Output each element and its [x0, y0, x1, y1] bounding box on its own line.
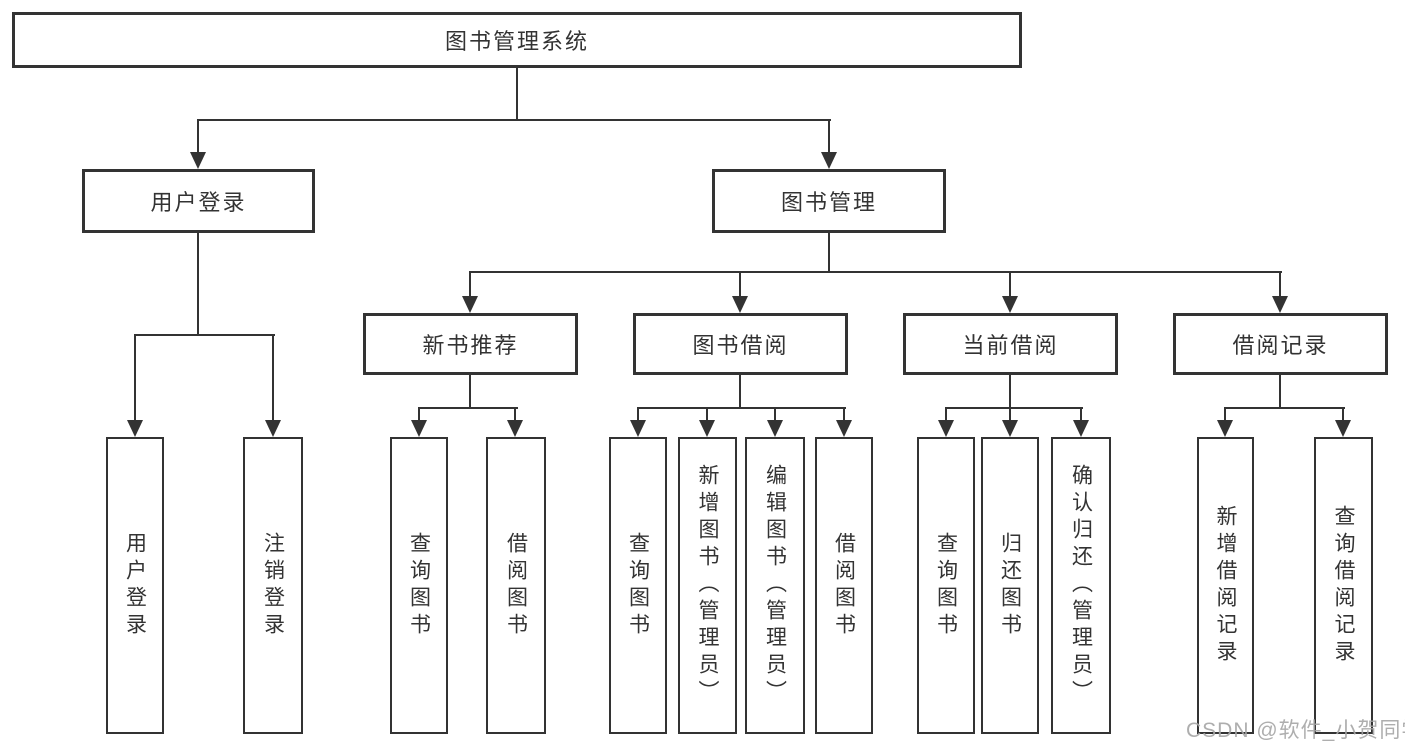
connector-line: [1080, 408, 1082, 422]
node-book-borrow-label: 图书借阅: [692, 333, 789, 358]
node-leaf-add-borrow-record-label: 新增借阅记录: [1214, 504, 1237, 667]
node-leaf-query-borrow-record-label: 查询借阅记录: [1332, 504, 1355, 667]
arrow-down-icon: [821, 152, 837, 169]
node-library-system: 图书管理系统: [12, 12, 1022, 68]
connector-line: [1009, 272, 1011, 298]
node-leaf-borrow-books-label: 借阅图书: [504, 531, 528, 640]
arrow-down-icon: [630, 420, 646, 437]
node-leaf-query-borrow-record: 查询借阅记录: [1314, 437, 1373, 734]
arrow-down-icon: [767, 420, 783, 437]
arrow-down-icon: [732, 296, 748, 313]
node-leaf-borrow-books-recommend: 借阅图书: [486, 437, 546, 734]
node-leaf-return-books: 归还图书: [981, 437, 1039, 734]
connector-line: [843, 408, 845, 422]
node-leaf-user-login: 用户登录: [106, 437, 164, 734]
node-new-book-recommend-label: 新书推荐: [422, 333, 519, 358]
node-book-management: 图书管理: [712, 169, 946, 233]
arrow-down-icon: [265, 420, 281, 437]
node-library-system-label: 图书管理系统: [444, 29, 589, 54]
connector-line: [197, 119, 831, 121]
connector-line: [945, 407, 1083, 409]
node-leaf-query-books-recommend: 查询图书: [390, 437, 448, 734]
connector-line: [706, 408, 708, 422]
connector-line: [418, 408, 420, 422]
connector-line: [945, 408, 947, 422]
connector-line: [134, 335, 136, 422]
node-user-login-label: 用户登录: [150, 190, 247, 215]
node-leaf-confirm-return-admin-label: 确认归还（管理员）: [1069, 464, 1093, 707]
connector-line: [469, 272, 471, 298]
node-book-borrow: 图书借阅: [633, 313, 848, 375]
connector-line: [469, 271, 1282, 273]
connector-line: [197, 233, 199, 336]
csdn-watermark: CSDN @软件_小贺同学: [1186, 719, 1405, 742]
connector-line: [739, 272, 741, 298]
connector-line: [1224, 408, 1226, 422]
arrow-down-icon: [462, 296, 478, 313]
node-leaf-borrow-books-label: 借阅图书: [832, 531, 856, 640]
node-leaf-add-books-admin-label: 新增图书（管理员）: [696, 464, 719, 707]
arrow-down-icon: [938, 420, 954, 437]
connector-line: [828, 233, 830, 273]
connector-line: [637, 408, 639, 422]
connector-line: [272, 335, 274, 422]
arrow-down-icon: [190, 152, 206, 169]
arrow-down-icon: [1335, 420, 1351, 437]
connector-line: [774, 408, 776, 422]
connector-line: [516, 68, 518, 121]
arrow-down-icon: [411, 420, 427, 437]
node-leaf-user-login-label: 用户登录: [123, 531, 147, 640]
node-leaf-query-books-label: 查询图书: [934, 531, 958, 640]
connector-line: [134, 334, 275, 336]
connector-line: [739, 375, 741, 408]
node-borrow-records-label: 借阅记录: [1232, 333, 1329, 358]
connector-line: [1342, 408, 1344, 422]
connector-line: [1224, 407, 1345, 409]
connector-line: [637, 407, 846, 409]
node-leaf-add-borrow-record: 新增借阅记录: [1197, 437, 1254, 734]
connector-line: [418, 407, 518, 409]
arrow-down-icon: [507, 420, 523, 437]
node-leaf-logout-label: 注销登录: [261, 531, 285, 640]
node-leaf-query-books-label: 查询图书: [626, 531, 650, 640]
node-user-login: 用户登录: [82, 169, 315, 233]
connector-line: [197, 120, 199, 154]
arrow-down-icon: [1217, 420, 1233, 437]
node-leaf-edit-books-admin: 编辑图书（管理员）: [745, 437, 805, 734]
node-leaf-edit-books-admin-label: 编辑图书（管理员）: [763, 464, 787, 707]
node-leaf-add-books-admin: 新增图书（管理员）: [678, 437, 737, 734]
node-current-borrow: 当前借阅: [903, 313, 1118, 375]
connector-line: [828, 120, 830, 154]
arrow-down-icon: [1272, 296, 1288, 313]
node-leaf-logout: 注销登录: [243, 437, 303, 734]
node-book-management-label: 图书管理: [780, 190, 877, 215]
connector-line: [469, 375, 471, 408]
node-leaf-borrow-books: 借阅图书: [815, 437, 873, 734]
node-new-book-recommend: 新书推荐: [363, 313, 578, 375]
arrow-down-icon: [836, 420, 852, 437]
node-borrow-records: 借阅记录: [1173, 313, 1388, 375]
arrow-down-icon: [1002, 420, 1018, 437]
node-leaf-return-books-label: 归还图书: [998, 531, 1022, 640]
node-leaf-confirm-return-admin: 确认归还（管理员）: [1051, 437, 1111, 734]
node-leaf-query-books-current: 查询图书: [917, 437, 975, 734]
node-leaf-query-books-label: 查询图书: [407, 531, 431, 640]
connector-line: [1279, 272, 1281, 298]
connector-line: [514, 408, 516, 422]
arrow-down-icon: [1002, 296, 1018, 313]
connector-line: [1009, 375, 1011, 408]
node-current-borrow-label: 当前借阅: [962, 333, 1059, 358]
arrow-down-icon: [1073, 420, 1089, 437]
arrow-down-icon: [127, 420, 143, 437]
arrow-down-icon: [699, 420, 715, 437]
connector-line: [1009, 408, 1011, 422]
node-leaf-query-books-borrow: 查询图书: [609, 437, 667, 734]
connector-line: [1279, 375, 1281, 408]
